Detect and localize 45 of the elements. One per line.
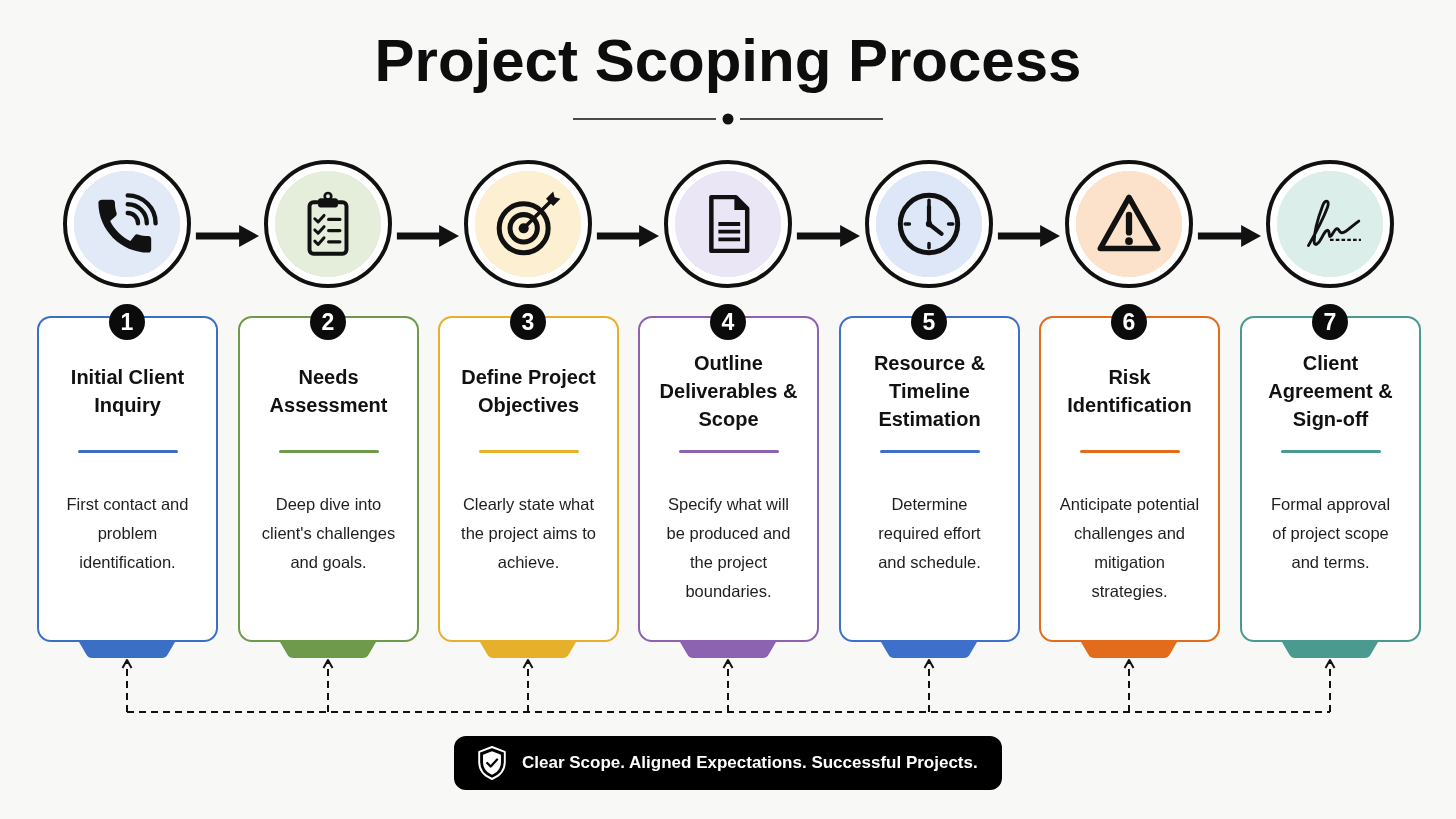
step-title: Client Agreement & Sign-off (1267, 351, 1394, 432)
number-badge: 6 (1111, 304, 1147, 340)
number-badge: 3 (510, 304, 546, 340)
step-description: Anticipate potential challenges and mitigation strategies. (1058, 494, 1201, 602)
slogan-banner (454, 736, 1002, 790)
arrow (195, 225, 260, 247)
step-description: Specify what will be produced and the project boundaries. (665, 494, 792, 602)
arrow (396, 225, 460, 247)
number-badge: 5 (911, 304, 947, 340)
arrow (596, 225, 660, 247)
number-badge: 1 (109, 304, 145, 340)
card-tab (79, 642, 175, 658)
number-badge: 4 (710, 304, 746, 340)
arrow (1197, 225, 1262, 247)
card-tab (280, 642, 376, 658)
dashed-arrow (522, 659, 534, 713)
step-title: Resource & Timeline Estimation (872, 351, 987, 432)
dashed-arrow (322, 659, 334, 713)
step-description: Formal approval of project scope and terms. (1269, 494, 1392, 573)
dashed-connector-line (126, 711, 1331, 713)
step-title: Initial Client Inquiry (69, 365, 186, 418)
title: Project Scoping Process (374, 31, 1082, 91)
step-description: First contact and problem identification. (65, 494, 190, 573)
step-description: Clearly state what the project aims to achieve. (460, 494, 597, 573)
dashed-arrow (722, 659, 734, 713)
dashed-arrow (121, 659, 133, 713)
dashed-arrow (1123, 659, 1135, 713)
number-badge: 2 (310, 304, 346, 340)
card-tab (1282, 642, 1378, 658)
number-badge: 7 (1312, 304, 1348, 340)
dashed-arrow (1324, 659, 1336, 713)
slogan-text: Clear Scope. Aligned Expectations. Successful Projects. (522, 753, 978, 773)
arrow (796, 225, 861, 247)
arrow (997, 225, 1061, 247)
step-description: Deep dive into client's challenges and goals. (260, 494, 397, 573)
dashed-arrow (923, 659, 935, 713)
step-description: Determine required effort and schedule. (877, 494, 982, 573)
step-title: Risk Identification (1066, 365, 1193, 418)
step-title: Define Project Objectives (460, 365, 597, 418)
card-tab (1081, 642, 1177, 658)
step-title: Outline Deliverables & Scope (658, 351, 799, 432)
card-tab (480, 642, 576, 658)
card-tab (881, 642, 977, 658)
card-tab (680, 642, 776, 658)
step-title: Needs Assessment (268, 365, 389, 418)
